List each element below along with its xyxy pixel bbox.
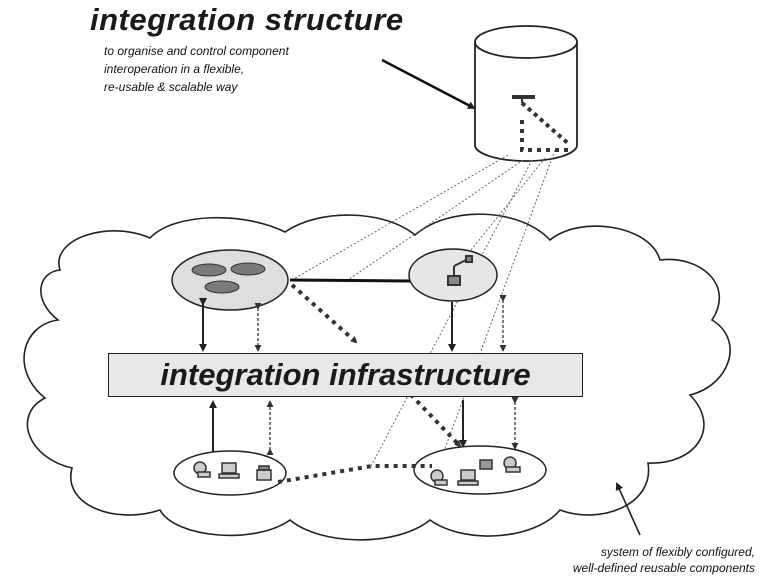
dotted-link-diagonal [390, 373, 462, 448]
integration-structure-title: integration structure [90, 2, 404, 37]
workstation-icons [193, 461, 272, 481]
components-caption: system of flexibly configured, well-defi… [465, 544, 755, 576]
dotted-link-top-left [290, 283, 358, 344]
title-pointer-arrow [381, 58, 476, 110]
description-line: to organise and control component [104, 44, 289, 58]
database-cylinder-icon [474, 25, 578, 162]
description-line: re-usable & scalable way [104, 80, 238, 94]
robot-arm-icon [447, 255, 473, 286]
workstation-icons-right [430, 456, 521, 486]
top-arrows [199, 295, 507, 352]
mapping-lines [291, 149, 556, 469]
integration-structure-description: to organise and control component intero… [104, 42, 404, 96]
caption-line: well-defined reusable components [572, 561, 755, 575]
cloud-boundary [23, 213, 731, 541]
integration-infrastructure-box: integration infrastructure [108, 353, 583, 397]
top-link-line [289, 278, 411, 283]
caption-pointer-arrow [615, 482, 641, 536]
top-right-component-group [408, 248, 498, 302]
top-left-component-group [171, 249, 289, 311]
bottom-arrows [209, 397, 519, 455]
caption-line: system of flexibly configured, [600, 545, 755, 559]
dotted-link-bottom [277, 464, 432, 484]
integration-infrastructure-label: integration infrastructure [160, 357, 531, 392]
description-line: interoperation in a flexible, [104, 62, 245, 76]
bottom-right-component-group [413, 445, 547, 495]
bottom-left-component-group [173, 450, 287, 496]
